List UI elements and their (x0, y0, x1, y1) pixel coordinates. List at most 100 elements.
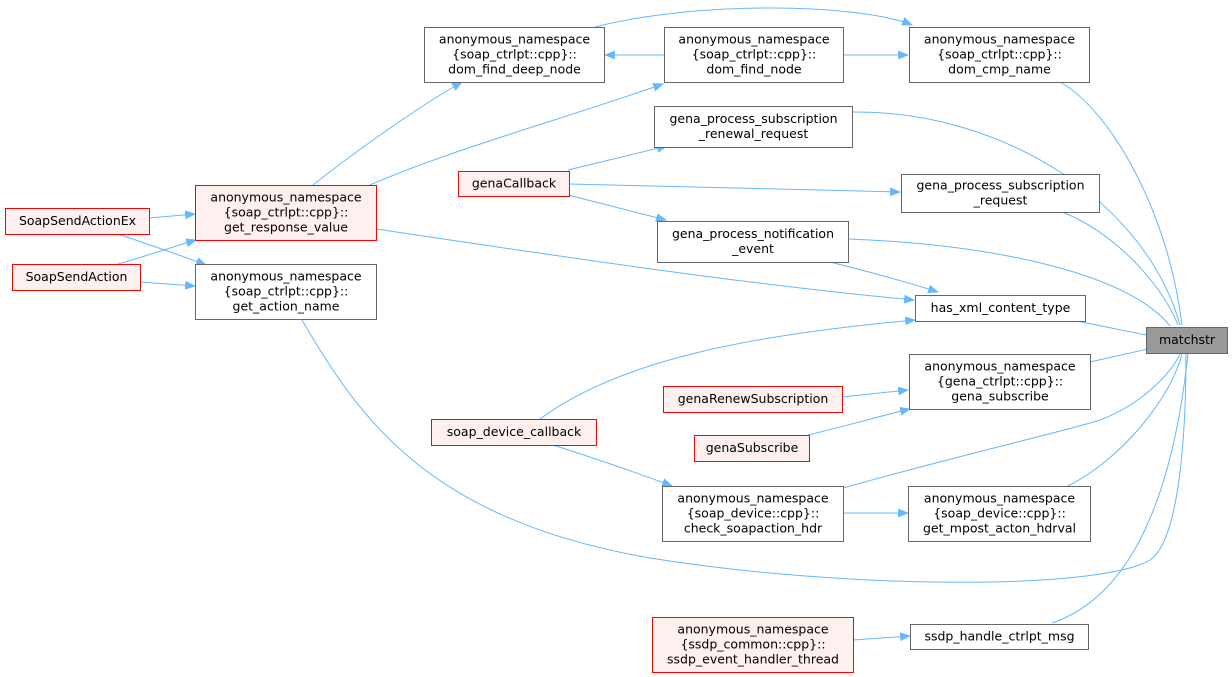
node-label: matchstr (1159, 332, 1216, 347)
node-label: check_soapaction_hdr (684, 521, 823, 536)
node-label: get_mpost_acton_hdrval (923, 521, 1076, 536)
node-dom-find-deep-node[interactable]: anonymous_namespace{soap_ctrlpt::cpp}::d… (424, 27, 605, 83)
node-label: genaSubscribe (706, 440, 799, 455)
node-box (12, 264, 141, 291)
node-dom-cmp-name[interactable]: anonymous_namespace{soap_ctrlpt::cpp}::d… (909, 27, 1090, 83)
node-box (652, 617, 854, 673)
edge-gena-proc-notif-to-has-xml (829, 261, 940, 294)
edge-genasubscribe-to-gena-subscribe (807, 406, 912, 436)
node-box (458, 171, 570, 197)
node-gena-proc-notif[interactable]: gena_process_notification_event (657, 221, 849, 263)
node-gena-proc-sub-req[interactable]: gena_process_subscription_request (901, 174, 1100, 213)
node-label: gena_subscribe (951, 389, 1049, 404)
node-dom-find-node[interactable]: anonymous_namespace{soap_ctrlpt::cpp}::d… (664, 27, 844, 83)
node-label: {soap_ctrlpt::cpp}:: (452, 47, 577, 62)
node-box (654, 106, 853, 148)
node-label: anonymous_namespace (439, 32, 590, 47)
node-label: _renewal_request (698, 126, 809, 141)
node-label: {soap_device::cpp}:: (687, 506, 820, 521)
edge-get-response-value-to-dom-find-deep-node (312, 81, 463, 186)
node-gena-proc-sub-renewal[interactable]: gena_process_subscription_renewal_reques… (654, 106, 853, 148)
node-ssdp-event-handler-thread[interactable]: anonymous_namespace{ssdp_common::cpp}::s… (652, 617, 854, 673)
node-label: dom_find_deep_node (448, 62, 581, 77)
node-ssdp-handle-ctrlpt-msg[interactable]: ssdp_handle_ctrlpt_msg (910, 624, 1089, 650)
node-label: genaCallback (472, 176, 557, 191)
node-box (195, 185, 377, 241)
edge-get-response-value-to-dom-find-node (369, 83, 665, 186)
node-label: SoapSendAction (26, 269, 128, 284)
node-label: soap_device_callback (447, 424, 582, 439)
node-has-xml-content-type[interactable]: has_xml_content_type (915, 295, 1086, 322)
edge-ssdp-handle-to-matchstr (1051, 353, 1189, 624)
node-box (657, 221, 849, 263)
node-SoapSendAction[interactable]: SoapSendAction (12, 264, 141, 291)
edge-genaCallback-to-gena-proc-notif (567, 194, 668, 222)
node-label: {soap_ctrlpt::cpp}:: (937, 47, 1062, 62)
node-label: ssdp_event_handler_thread (667, 652, 839, 667)
node-box (694, 435, 810, 462)
edge-dom-find-deep-node-to-dom-cmp-name (594, 7, 914, 28)
node-label: anonymous_namespace (924, 491, 1075, 506)
node-label: _event (731, 241, 774, 256)
edge-check-soapaction-to-matchstr (842, 353, 1181, 489)
node-get-action-name[interactable]: anonymous_namespace{soap_ctrlpt::cpp}::g… (195, 264, 377, 320)
node-label: {soap_ctrlpt::cpp}:: (692, 47, 817, 62)
node-genaRenewSubscription[interactable]: genaRenewSubscription (663, 386, 843, 413)
nodes: matchstranonymous_namespace{soap_ctrlpt:… (5, 27, 1228, 673)
node-label: _request (973, 193, 1028, 208)
node-box (909, 27, 1090, 83)
node-label: anonymous_namespace (678, 32, 829, 47)
node-label: has_xml_content_type (931, 300, 1071, 315)
node-label: anonymous_namespace (210, 269, 361, 284)
node-label: anonymous_namespace (924, 359, 1075, 374)
node-get-mpost-acton-hdrval[interactable]: anonymous_namespace{soap_device::cpp}::g… (908, 486, 1091, 542)
edge-soap-device-callback-to-check-soapaction (552, 444, 674, 487)
edge-soapsendaction-to-get-action-name (139, 280, 197, 290)
node-label: genaRenewSubscription (678, 391, 829, 406)
node-box (1146, 327, 1228, 354)
node-box (662, 486, 844, 542)
node-label: ssdp_handle_ctrlpt_msg (924, 629, 1074, 644)
node-box (901, 174, 1100, 213)
edge-dom-cmp-name-to-matchstr (1059, 81, 1183, 326)
edge-get-mpost-to-matchstr (1067, 353, 1183, 487)
edges (117, 7, 1189, 642)
edge-soapsendactionex-to-get-response-value (148, 210, 197, 220)
node-label: anonymous_namespace (924, 32, 1075, 47)
node-label: get_response_value (224, 220, 348, 235)
node-label: dom_cmp_name (948, 62, 1051, 77)
node-label: {soap_ctrlpt::cpp}:: (224, 205, 349, 220)
edge-genaCallback-to-gena-proc-sub-req (569, 183, 902, 197)
edge-gena-proc-sub-req-to-matchstr (1061, 211, 1179, 326)
node-matchstr[interactable]: matchstr (1146, 327, 1228, 354)
node-label: gena_process_subscription (917, 178, 1085, 193)
node-label: gena_process_notification (672, 226, 834, 241)
node-box (664, 27, 844, 83)
node-genaCallback[interactable]: genaCallback (458, 171, 570, 197)
edge-get-action-name-to-matchstr (301, 319, 1187, 583)
node-label: anonymous_namespace (677, 622, 828, 637)
edge-soapsendaction-to-get-response-value (117, 238, 198, 265)
node-SoapSendActionEx[interactable]: SoapSendActionEx (5, 208, 150, 235)
node-box (910, 624, 1089, 650)
node-label: dom_find_node (706, 62, 801, 77)
node-gena-subscribe[interactable]: anonymous_namespace{gena_ctrlpt::cpp}::g… (909, 354, 1091, 410)
edge-ssdp-event-handler-to-ssdp-handle (852, 632, 912, 642)
node-label: {ssdp_common::cpp}:: (680, 637, 825, 652)
edge-has-xml-to-matchstr (1071, 319, 1147, 336)
node-label: {gena_ctrlpt::cpp}:: (937, 374, 1063, 389)
node-box (663, 386, 843, 413)
node-box (195, 264, 377, 320)
node-soap-device-callback[interactable]: soap_device_callback (431, 419, 597, 446)
edge-gena-proc-notif-to-matchstr (848, 238, 1171, 327)
node-check-soapaction-hdr[interactable]: anonymous_namespace{soap_device::cpp}::c… (662, 486, 844, 542)
node-label: anonymous_namespace (677, 491, 828, 506)
node-genaSubscribe[interactable]: genaSubscribe (694, 435, 810, 462)
node-get-response-value[interactable]: anonymous_namespace{soap_ctrlpt::cpp}::g… (195, 185, 377, 241)
edge-genarenew-to-gena-subscribe (841, 386, 910, 398)
node-label: gena_process_subscription (670, 111, 838, 126)
node-box (908, 486, 1091, 542)
node-label: {soap_device::cpp}:: (933, 506, 1066, 521)
node-box (915, 295, 1086, 322)
